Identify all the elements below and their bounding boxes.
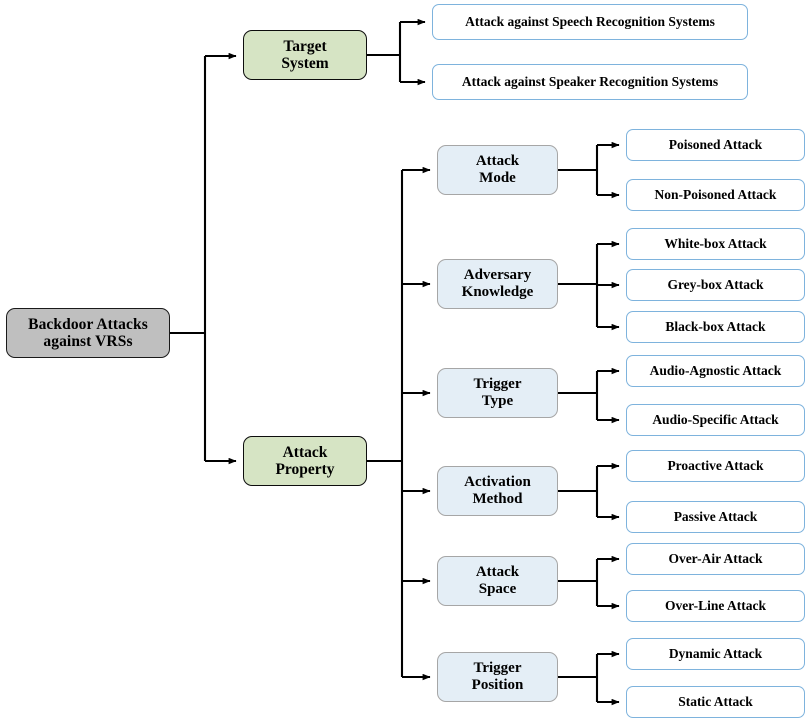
node-passive-attack[interactable]: Passive Attack xyxy=(626,501,805,533)
node-speech-recognition[interactable]: Attack against Speech Recognition System… xyxy=(432,4,748,40)
node-over-line-attack[interactable]: Over-Line Attack xyxy=(626,590,805,622)
node-attack-property[interactable]: Attack Property xyxy=(243,436,367,486)
node-static-attack-label: Static Attack xyxy=(678,694,753,710)
node-trigger-position-label: Trigger Position xyxy=(471,660,524,693)
node-attack-mode-label: Attack Mode xyxy=(475,153,520,186)
node-activation-method-label: Activation Method xyxy=(464,474,531,507)
node-speaker-recognition[interactable]: Attack against Speaker Recognition Syste… xyxy=(432,64,748,100)
node-attack-space[interactable]: Attack Space xyxy=(437,556,558,606)
node-root[interactable]: Backdoor Attacks against VRSs xyxy=(6,308,170,358)
node-dynamic-attack-label: Dynamic Attack xyxy=(668,646,763,662)
node-activation-method[interactable]: Activation Method xyxy=(437,466,558,516)
node-dynamic-attack[interactable]: Dynamic Attack xyxy=(626,638,805,670)
node-over-air-attack-label: Over-Air Attack xyxy=(668,551,763,567)
node-static-attack[interactable]: Static Attack xyxy=(626,686,805,718)
node-white-box-attack[interactable]: White-box Attack xyxy=(626,228,805,260)
node-trigger-type-label: Trigger Type xyxy=(473,376,522,409)
node-black-box-attack[interactable]: Black-box Attack xyxy=(626,311,805,343)
node-white-box-attack-label: White-box Attack xyxy=(664,236,767,252)
node-attack-space-label: Attack Space xyxy=(475,564,520,597)
node-audio-agnostic-attack-label: Audio-Agnostic Attack xyxy=(649,363,782,379)
node-attack-mode[interactable]: Attack Mode xyxy=(437,145,558,195)
node-proactive-attack[interactable]: Proactive Attack xyxy=(626,450,805,482)
node-trigger-position[interactable]: Trigger Position xyxy=(437,652,558,702)
node-non-poisoned-attack[interactable]: Non-Poisoned Attack xyxy=(626,179,805,211)
node-over-air-attack[interactable]: Over-Air Attack xyxy=(626,543,805,575)
node-speaker-recognition-label: Attack against Speaker Recognition Syste… xyxy=(461,74,719,90)
node-proactive-attack-label: Proactive Attack xyxy=(667,458,764,474)
node-target-system[interactable]: Target System xyxy=(243,30,367,80)
node-poisoned-attack-label: Poisoned Attack xyxy=(668,137,763,153)
node-grey-box-attack[interactable]: Grey-box Attack xyxy=(626,269,805,301)
node-audio-specific-attack-label: Audio-Specific Attack xyxy=(652,412,779,428)
node-passive-attack-label: Passive Attack xyxy=(673,509,758,525)
node-attack-property-label: Attack Property xyxy=(275,443,335,478)
node-trigger-type[interactable]: Trigger Type xyxy=(437,368,558,418)
node-black-box-attack-label: Black-box Attack xyxy=(665,319,766,335)
node-speech-recognition-label: Attack against Speech Recognition System… xyxy=(465,14,715,30)
node-target-system-label: Target System xyxy=(281,37,329,72)
node-non-poisoned-attack-label: Non-Poisoned Attack xyxy=(654,187,777,203)
node-audio-agnostic-attack[interactable]: Audio-Agnostic Attack xyxy=(626,355,805,387)
node-adversary-knowledge-label: Adversary Knowledge xyxy=(461,267,534,300)
node-adversary-knowledge[interactable]: Adversary Knowledge xyxy=(437,259,558,309)
node-root-label: Backdoor Attacks against VRSs xyxy=(28,315,148,350)
node-over-line-attack-label: Over-Line Attack xyxy=(664,598,767,614)
node-poisoned-attack[interactable]: Poisoned Attack xyxy=(626,129,805,161)
node-audio-specific-attack[interactable]: Audio-Specific Attack xyxy=(626,404,805,436)
node-grey-box-attack-label: Grey-box Attack xyxy=(667,277,764,293)
